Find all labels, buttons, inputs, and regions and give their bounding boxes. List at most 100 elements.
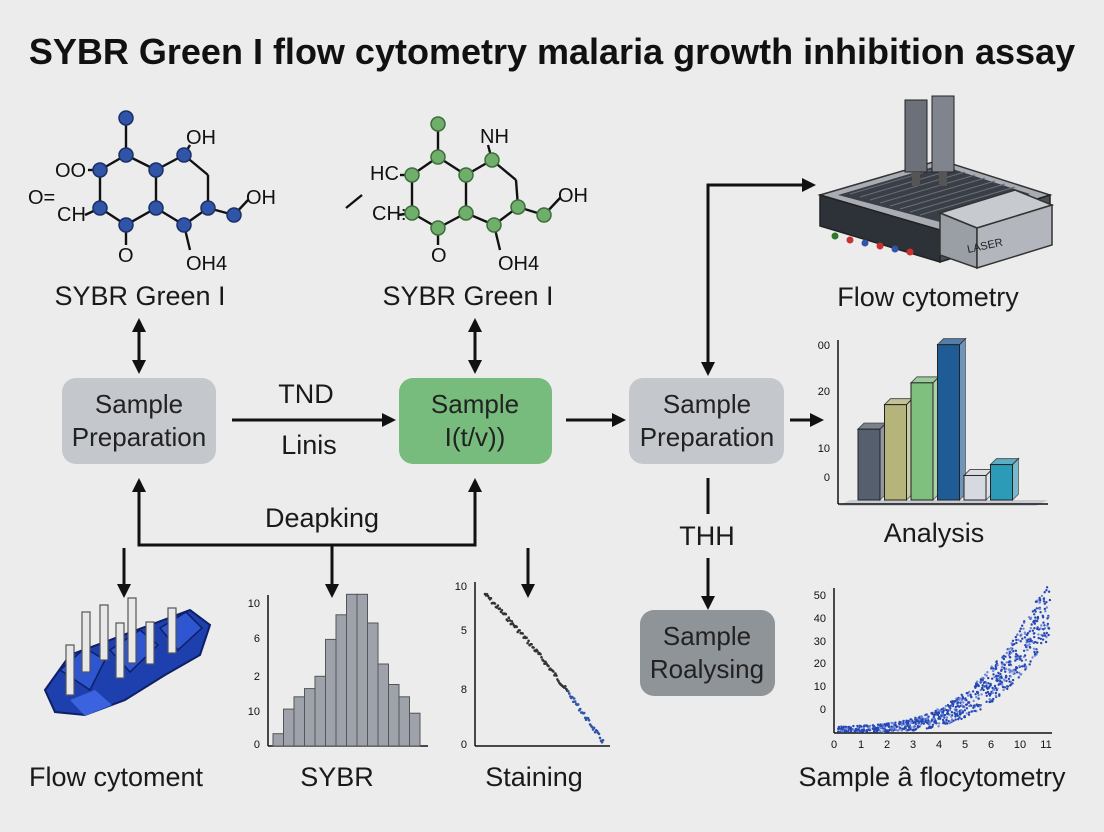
- flocytometry-point: [1010, 648, 1013, 652]
- staining-point: [572, 697, 576, 700]
- flocytometry-point: [989, 692, 992, 696]
- flocytometry-point: [994, 686, 997, 690]
- flocytometry-point: [985, 682, 988, 685]
- flocytometry-point: [1004, 670, 1007, 673]
- flocytometry-point: [845, 727, 849, 730]
- flocytometry-point: [1019, 655, 1022, 658]
- flocytometry-point: [1006, 685, 1010, 688]
- staining-point: [586, 716, 590, 720]
- sybr-histogram: 10 6 2 10 0: [248, 593, 428, 751]
- flocytometry-point: [1037, 628, 1041, 631]
- flocytometry-point: [1038, 607, 1042, 611]
- flow-cytoment-label: Flow cytoment: [29, 762, 204, 792]
- flocytometry-point: [997, 677, 1000, 681]
- flocytometry-point: [1037, 633, 1040, 636]
- flocytometry-point: [988, 698, 991, 701]
- flocytometry-point: [923, 717, 926, 721]
- flocytometry-point: [937, 715, 941, 719]
- flocytometry-point: [979, 708, 982, 711]
- flocytometry-point: [991, 699, 994, 703]
- staining-point: [496, 604, 500, 607]
- staining-point: [571, 695, 574, 699]
- flocytometry-point: [994, 691, 998, 695]
- sybr-label: SYBR: [300, 762, 374, 792]
- flocytometry-point: [1023, 654, 1027, 657]
- sybr-y-tick: 2: [254, 671, 260, 683]
- edge-label-thh: THH: [679, 521, 735, 551]
- flocytometry-point: [960, 709, 963, 712]
- flocytometry-point: [965, 712, 968, 715]
- staining-point: [568, 692, 571, 695]
- flocytometry-point: [954, 718, 957, 721]
- flocyto-x-tick: 11: [1040, 739, 1051, 751]
- flocytometry-point: [908, 726, 911, 729]
- flocytometry-point: [916, 724, 920, 728]
- flocytometry-point: [1011, 678, 1015, 682]
- flocytometry-point: [961, 695, 964, 698]
- flocytometry-point: [1036, 641, 1039, 644]
- flocytometry-point: [880, 724, 883, 727]
- flocytometry-point: [846, 730, 849, 734]
- flocytometry-point: [993, 675, 996, 679]
- flocytometry-point: [1020, 633, 1023, 636]
- flocytometry-point: [893, 723, 897, 726]
- flocytometry-point: [1043, 591, 1046, 594]
- flocytometry-point: [1022, 620, 1026, 623]
- flocytometry-point: [991, 691, 995, 695]
- flocytometry-point: [1044, 610, 1047, 613]
- flocytometry-point: [993, 684, 997, 688]
- sybr-y-tick: 10: [248, 706, 260, 718]
- flocytometry-point: [933, 721, 936, 724]
- flocytometry-point: [960, 699, 963, 702]
- flocytometry-point: [1043, 624, 1046, 627]
- flocytometry-point: [1036, 615, 1040, 619]
- flocytometry-point: [1045, 601, 1048, 604]
- flocytometry-point: [987, 682, 990, 685]
- flocytometry-point: [1031, 656, 1034, 659]
- flocytometry-point: [860, 725, 863, 728]
- flocytometry-point: [950, 715, 953, 718]
- flocytometry-point: [954, 705, 957, 709]
- analysis-y-tick: 20: [818, 386, 830, 398]
- flocytometry-point: [1015, 652, 1018, 656]
- flocytometry-point: [890, 721, 893, 725]
- flocyto-y-tick: 40: [814, 613, 826, 625]
- flocytometry-point: [1027, 616, 1031, 619]
- flocyto-y-tick: 0: [820, 704, 826, 716]
- box-text-line: Sample: [431, 389, 519, 419]
- flocytometry-label: Sample â flocytometry: [798, 762, 1066, 792]
- sybr-histogram-bar: [388, 684, 400, 747]
- flocytometry-point: [899, 726, 902, 730]
- flow-cytometer-machine: [817, 95, 1055, 270]
- flocytometry-point: [1022, 627, 1025, 630]
- flocytometry-point: [931, 723, 935, 726]
- flocytometry-point: [1000, 681, 1004, 684]
- flocytometry-point: [1019, 657, 1022, 661]
- flocytometry-point: [944, 704, 948, 708]
- flocyto-x-tick: 6: [988, 739, 994, 751]
- analysis-bar: [937, 344, 960, 501]
- flocytometry-point: [892, 726, 896, 729]
- staining-point: [486, 594, 490, 598]
- analysis-y-tick: 0: [824, 472, 830, 484]
- flocytometry-point: [953, 700, 957, 703]
- flocytometry-point: [994, 694, 998, 697]
- flocytometry-point: [1018, 630, 1022, 633]
- flocytometry-point: [1011, 682, 1014, 685]
- flocytometry-point: [858, 729, 861, 732]
- flocytometry-point: [995, 674, 998, 677]
- staining-point: [532, 646, 535, 649]
- flocytometry-point: [895, 725, 898, 729]
- flocytometry-point: [943, 707, 946, 710]
- flocytometry-point: [865, 724, 868, 727]
- flocytometry-point: [947, 720, 950, 723]
- flocytometry-point: [865, 730, 869, 733]
- flocytometry-point: [1045, 589, 1048, 592]
- staining-point: [526, 641, 529, 645]
- flocytometry-point: [1015, 641, 1018, 645]
- flocytometry-point: [1025, 633, 1029, 637]
- flocytometry-point: [862, 730, 865, 733]
- sybr-histogram-bar: [335, 614, 347, 747]
- flocytometry-point: [991, 686, 994, 690]
- flocytometry-point: [937, 722, 941, 725]
